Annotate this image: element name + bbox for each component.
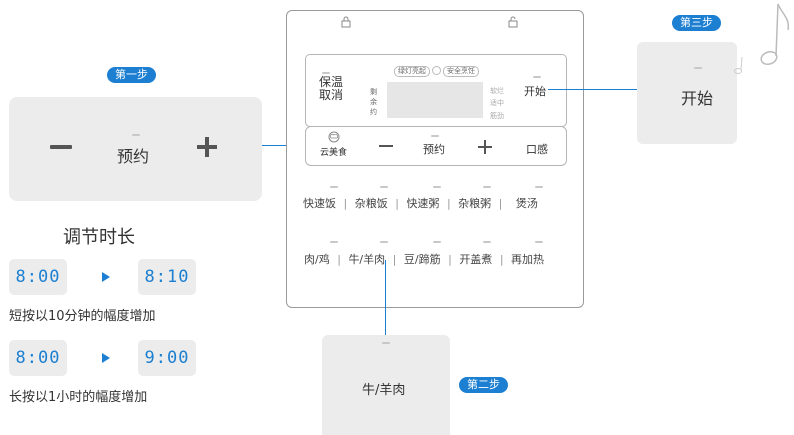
time-from-long: 8:00 — [9, 340, 67, 376]
texture-soft: 软烂 — [490, 87, 504, 95]
step1-enlarged-panel: 预约 — [9, 97, 262, 201]
led-indicator — [535, 241, 543, 243]
adjust-title: 调节时长 — [63, 227, 135, 248]
soup-button[interactable]: 煲汤 — [515, 197, 538, 210]
safe-label: 安全烹饪 — [443, 66, 479, 77]
texture-firm: 筋劲 — [490, 112, 504, 120]
music-note-icon — [760, 3, 790, 66]
warm-label[interactable]: 保温 — [319, 75, 344, 89]
function-row-1: 快速饭 | 杂粮饭 | 快速粥 | 杂粮粥 | 煲汤 — [303, 197, 538, 210]
unlock-icon — [508, 16, 518, 28]
step1-badge: 第一步 — [107, 67, 156, 83]
texture-button[interactable]: 口感 — [526, 143, 548, 156]
long-press-desc: 长按以1小时的幅度增加 — [9, 390, 148, 405]
beef-lamb-button[interactable]: 牛/羊肉 — [348, 253, 386, 266]
function-row-2: 肉/鸡 | 牛/羊肉 | 豆/蹄筋 | 开盖煮 | 再加热 — [304, 253, 545, 266]
time-to-long: 9:00 — [138, 340, 196, 376]
grain-rice-button[interactable]: 杂粮饭 — [354, 197, 388, 210]
light-label: 绿灯亮起 — [394, 66, 430, 77]
control-panel — [286, 10, 584, 308]
led-indicator — [322, 72, 330, 74]
lock-icon — [341, 16, 351, 28]
start-label: 开始 — [681, 89, 714, 108]
led-indicator — [380, 241, 388, 243]
time-from-short: 8:00 — [9, 259, 67, 295]
cloud-icon — [328, 131, 340, 143]
led-indicator — [535, 186, 543, 188]
led-indicator — [694, 67, 702, 69]
led-indicator — [431, 135, 439, 137]
grain-porridge-button[interactable]: 杂粮粥 — [458, 197, 492, 210]
meat-chicken-button[interactable]: 肉/鸡 — [304, 253, 330, 266]
led-indicator — [533, 76, 541, 78]
reserve-button[interactable]: 预约 — [423, 143, 445, 156]
step3-badge: 第三步 — [672, 15, 721, 31]
step2-enlarged-panel: 牛/羊肉 — [322, 335, 450, 435]
cloud-button[interactable]: 云美食 — [320, 148, 348, 158]
cancel-label[interactable]: 取消 — [319, 88, 344, 102]
short-press-desc: 短按以10分钟的幅度增加 — [9, 309, 156, 324]
beef-lamb-label: 牛/羊肉 — [362, 383, 406, 398]
plus-icon[interactable] — [478, 140, 492, 154]
plus-icon[interactable] — [197, 137, 217, 157]
led-indicator — [132, 134, 140, 136]
step2-badge: 第二步 — [459, 377, 508, 393]
quick-porridge-button[interactable]: 快速粥 — [406, 197, 440, 210]
time-to-short: 8:10 — [138, 259, 196, 295]
connector-line-step2 — [385, 260, 386, 335]
bean-tendon-button[interactable]: 豆/蹄筋 — [403, 253, 441, 266]
arrow-right-icon — [102, 353, 110, 363]
indicator-dot-icon — [432, 66, 441, 75]
reheat-button[interactable]: 再加热 — [511, 253, 545, 266]
led-indicator — [380, 186, 388, 188]
remain-char-2: 余 — [370, 98, 377, 106]
remain-char-1: 剩 — [370, 88, 377, 96]
led-indicator — [433, 241, 441, 243]
step3-enlarged-panel: 开始 — [637, 42, 737, 144]
led-indicator — [483, 186, 491, 188]
button-row — [305, 126, 567, 166]
reserve-label: 预约 — [117, 147, 150, 166]
minus-icon[interactable] — [379, 145, 393, 147]
remain-char-3: 约 — [370, 108, 377, 116]
led-indicator — [433, 186, 441, 188]
start-button[interactable]: 开始 — [524, 85, 546, 98]
led-indicator — [330, 186, 338, 188]
arrow-right-icon — [102, 272, 110, 282]
quick-rice-button[interactable]: 快速饭 — [303, 197, 336, 210]
open-lid-cook-button[interactable]: 开盖煮 — [459, 253, 493, 266]
minus-icon[interactable] — [50, 145, 72, 149]
connector-line-step3 — [548, 89, 666, 90]
led-indicator — [483, 241, 491, 243]
led-indicator — [330, 241, 338, 243]
lcd-screen — [387, 82, 483, 118]
small-music-note-icon — [734, 56, 743, 74]
texture-medium: 适中 — [490, 99, 504, 107]
led-indicator — [382, 342, 390, 344]
